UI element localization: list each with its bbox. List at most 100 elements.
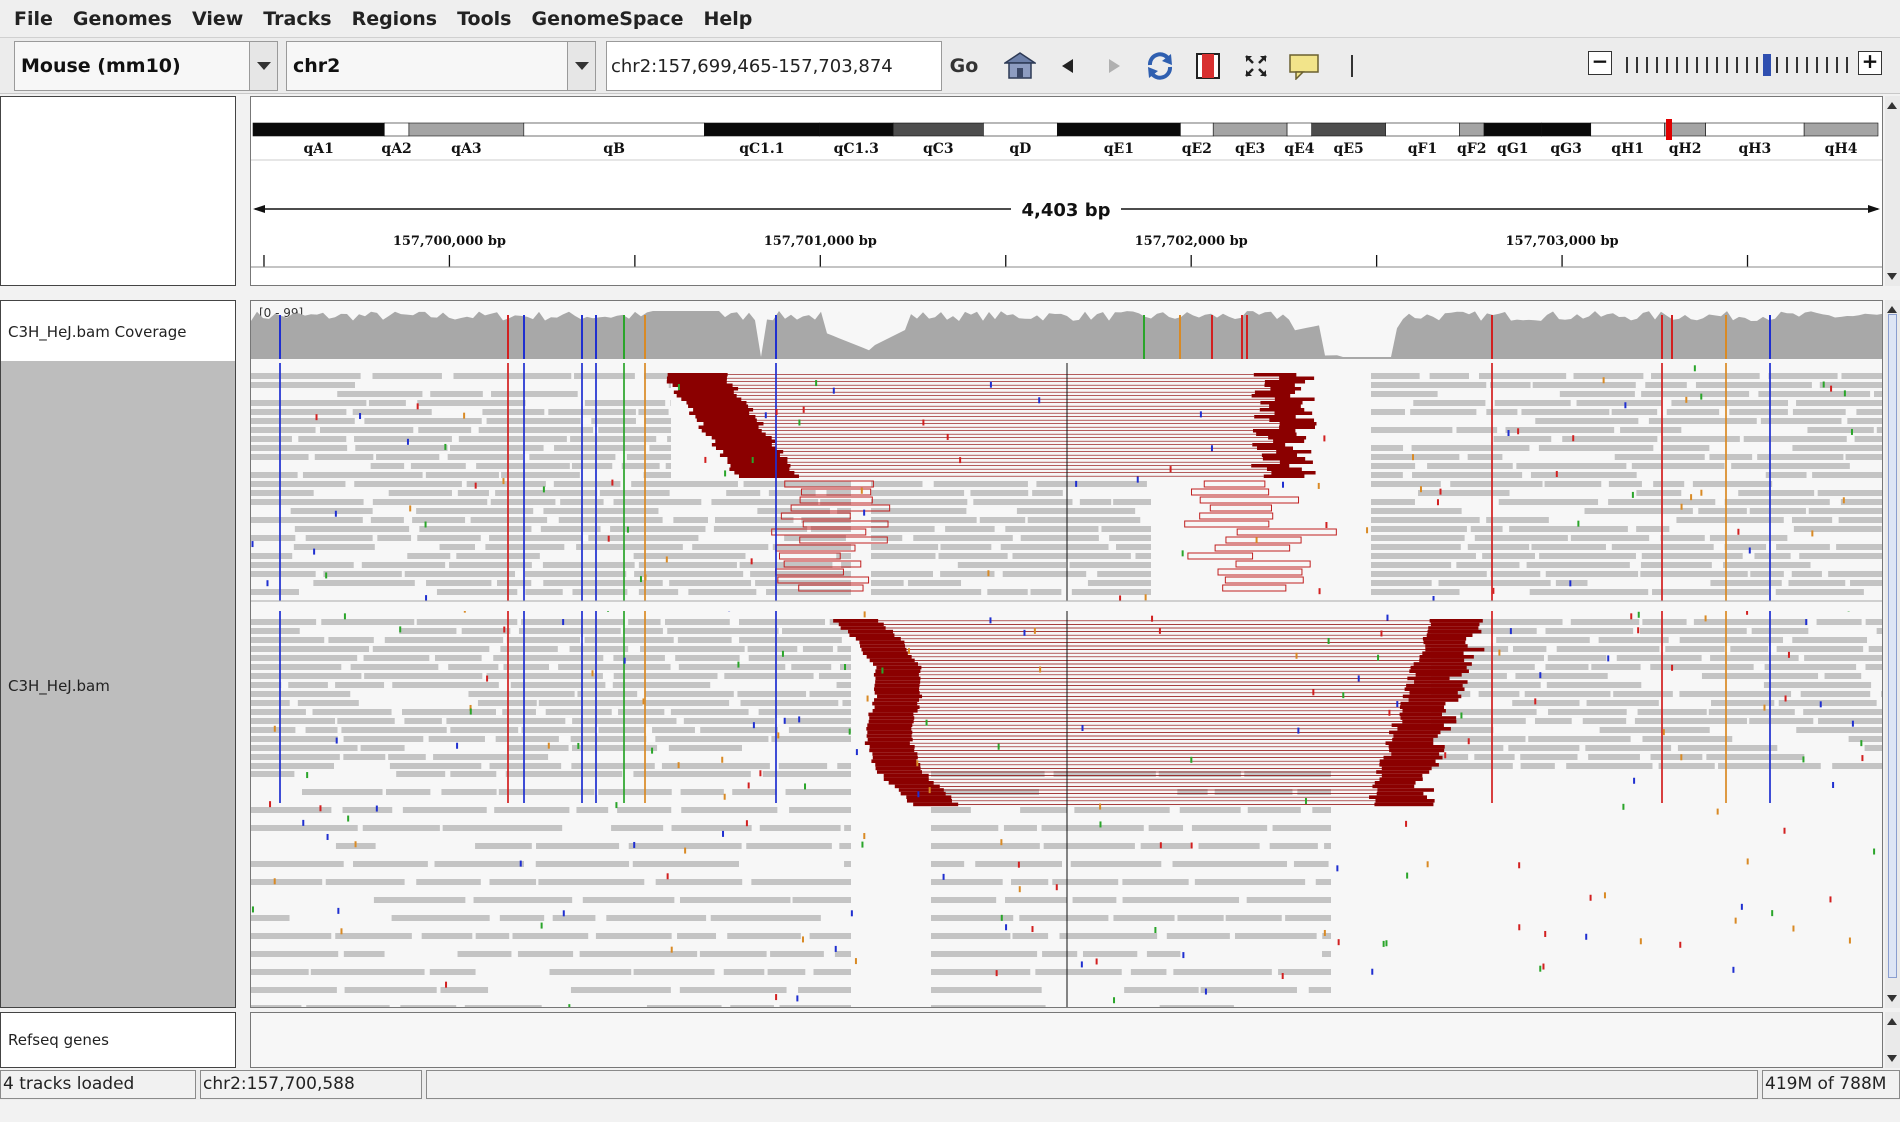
menu-file[interactable]: File	[14, 7, 53, 30]
soft-clip-read	[1184, 520, 1270, 528]
read	[1486, 517, 1549, 523]
read	[661, 763, 770, 769]
deletion-read-end	[1409, 691, 1458, 695]
read	[1614, 454, 1705, 460]
chromosome-dropdown[interactable]: chr2	[286, 41, 596, 91]
read	[973, 499, 1073, 505]
read	[788, 727, 851, 733]
read	[441, 789, 497, 795]
deletion-read-end	[681, 397, 742, 401]
read	[839, 843, 851, 849]
zoom-in-button[interactable]: +	[1858, 51, 1882, 75]
chevron-down-icon[interactable]	[249, 42, 277, 90]
read	[370, 517, 404, 523]
mismatch-base	[1850, 428, 1853, 435]
refseq-track-name[interactable]: Refseq genes	[8, 1031, 109, 1049]
soft-clip-read	[1224, 576, 1304, 584]
alignment-view[interactable]: [0 - 99]	[251, 301, 1883, 1008]
forward-arrow-icon[interactable]	[1098, 50, 1130, 82]
menu-tracks[interactable]: Tracks	[263, 7, 332, 30]
read	[1754, 553, 1791, 559]
read	[364, 673, 483, 679]
home-icon[interactable]	[1004, 50, 1036, 82]
data-scrollbar[interactable]	[1885, 300, 1900, 1008]
chevron-down-icon[interactable]	[567, 42, 595, 90]
read	[649, 445, 671, 451]
deletion-read-end	[1254, 390, 1296, 394]
deletion-read-end	[862, 651, 908, 655]
refresh-icon[interactable]	[1144, 50, 1176, 82]
mismatch-base	[722, 830, 725, 837]
read	[643, 373, 671, 379]
feature-scrollbar[interactable]	[1885, 1012, 1900, 1068]
read	[1792, 409, 1846, 415]
go-button[interactable]: Go	[944, 46, 984, 86]
zoom-out-button[interactable]: −	[1588, 51, 1612, 75]
mismatch-base	[445, 981, 448, 988]
menu-genomes[interactable]: Genomes	[72, 7, 172, 30]
current-region-marker	[1666, 119, 1672, 140]
alignment-track-name[interactable]: C3H_HeJ.bam	[8, 677, 110, 695]
read	[842, 700, 851, 706]
coverage-track-name[interactable]: C3H_HeJ.bam Coverage	[8, 323, 187, 341]
read	[251, 691, 351, 697]
read	[337, 391, 423, 397]
read	[1724, 499, 1830, 505]
deletion-read-end	[1404, 687, 1465, 691]
read	[1760, 418, 1842, 424]
read	[404, 571, 516, 577]
menu-genomespace[interactable]: GenomeSpace	[531, 7, 684, 30]
soft-clip-read	[777, 576, 870, 584]
read	[1247, 807, 1301, 813]
mismatch-base	[469, 708, 472, 715]
read	[1113, 499, 1151, 505]
ideogram-band	[983, 122, 1058, 137]
deletion-read-end	[1264, 383, 1295, 387]
read	[1530, 472, 1637, 478]
read	[640, 646, 745, 652]
menu-view[interactable]: View	[191, 7, 244, 30]
read	[1776, 646, 1864, 652]
fit-window-icon[interactable]	[1240, 50, 1272, 82]
ideogram-band	[892, 122, 984, 137]
read	[1758, 391, 1871, 397]
back-arrow-icon[interactable]	[1052, 50, 1084, 82]
mismatch-base	[1783, 827, 1786, 834]
menu-help[interactable]: Help	[703, 7, 753, 30]
mismatch-base	[995, 970, 998, 977]
read	[388, 754, 426, 760]
deletion-read-end	[723, 450, 784, 454]
ideogram-band	[384, 122, 410, 137]
zoom-slider[interactable]	[1622, 54, 1864, 76]
read	[360, 745, 405, 751]
data-scrollbar-thumb[interactable]	[1888, 314, 1897, 978]
deletion-read-end	[876, 770, 922, 774]
read	[1586, 700, 1659, 706]
mismatch-base	[651, 747, 654, 754]
mismatch-base	[335, 737, 338, 744]
span-arrow-right	[1868, 205, 1880, 213]
read	[1873, 391, 1882, 397]
read	[570, 436, 657, 442]
read	[1545, 664, 1589, 670]
header-scrollbar[interactable]	[1885, 96, 1900, 286]
read	[1505, 427, 1615, 433]
locus-search-input[interactable]	[606, 41, 942, 91]
genome-dropdown[interactable]: Mouse (mm10)	[14, 41, 278, 91]
read	[251, 718, 336, 724]
menu-regions[interactable]: Regions	[351, 7, 438, 30]
mismatch-base	[1704, 615, 1707, 622]
read	[251, 373, 361, 379]
mismatch-base	[798, 419, 801, 426]
popup-info-icon[interactable]	[1288, 50, 1320, 82]
menu-tools[interactable]: Tools	[457, 7, 512, 30]
read	[341, 727, 447, 733]
read	[1738, 490, 1815, 496]
roi-icon[interactable]	[1192, 50, 1224, 82]
mismatch-base	[1734, 917, 1737, 924]
read	[1729, 409, 1788, 415]
read	[1087, 580, 1151, 586]
read	[350, 664, 439, 670]
read	[1418, 490, 1510, 496]
